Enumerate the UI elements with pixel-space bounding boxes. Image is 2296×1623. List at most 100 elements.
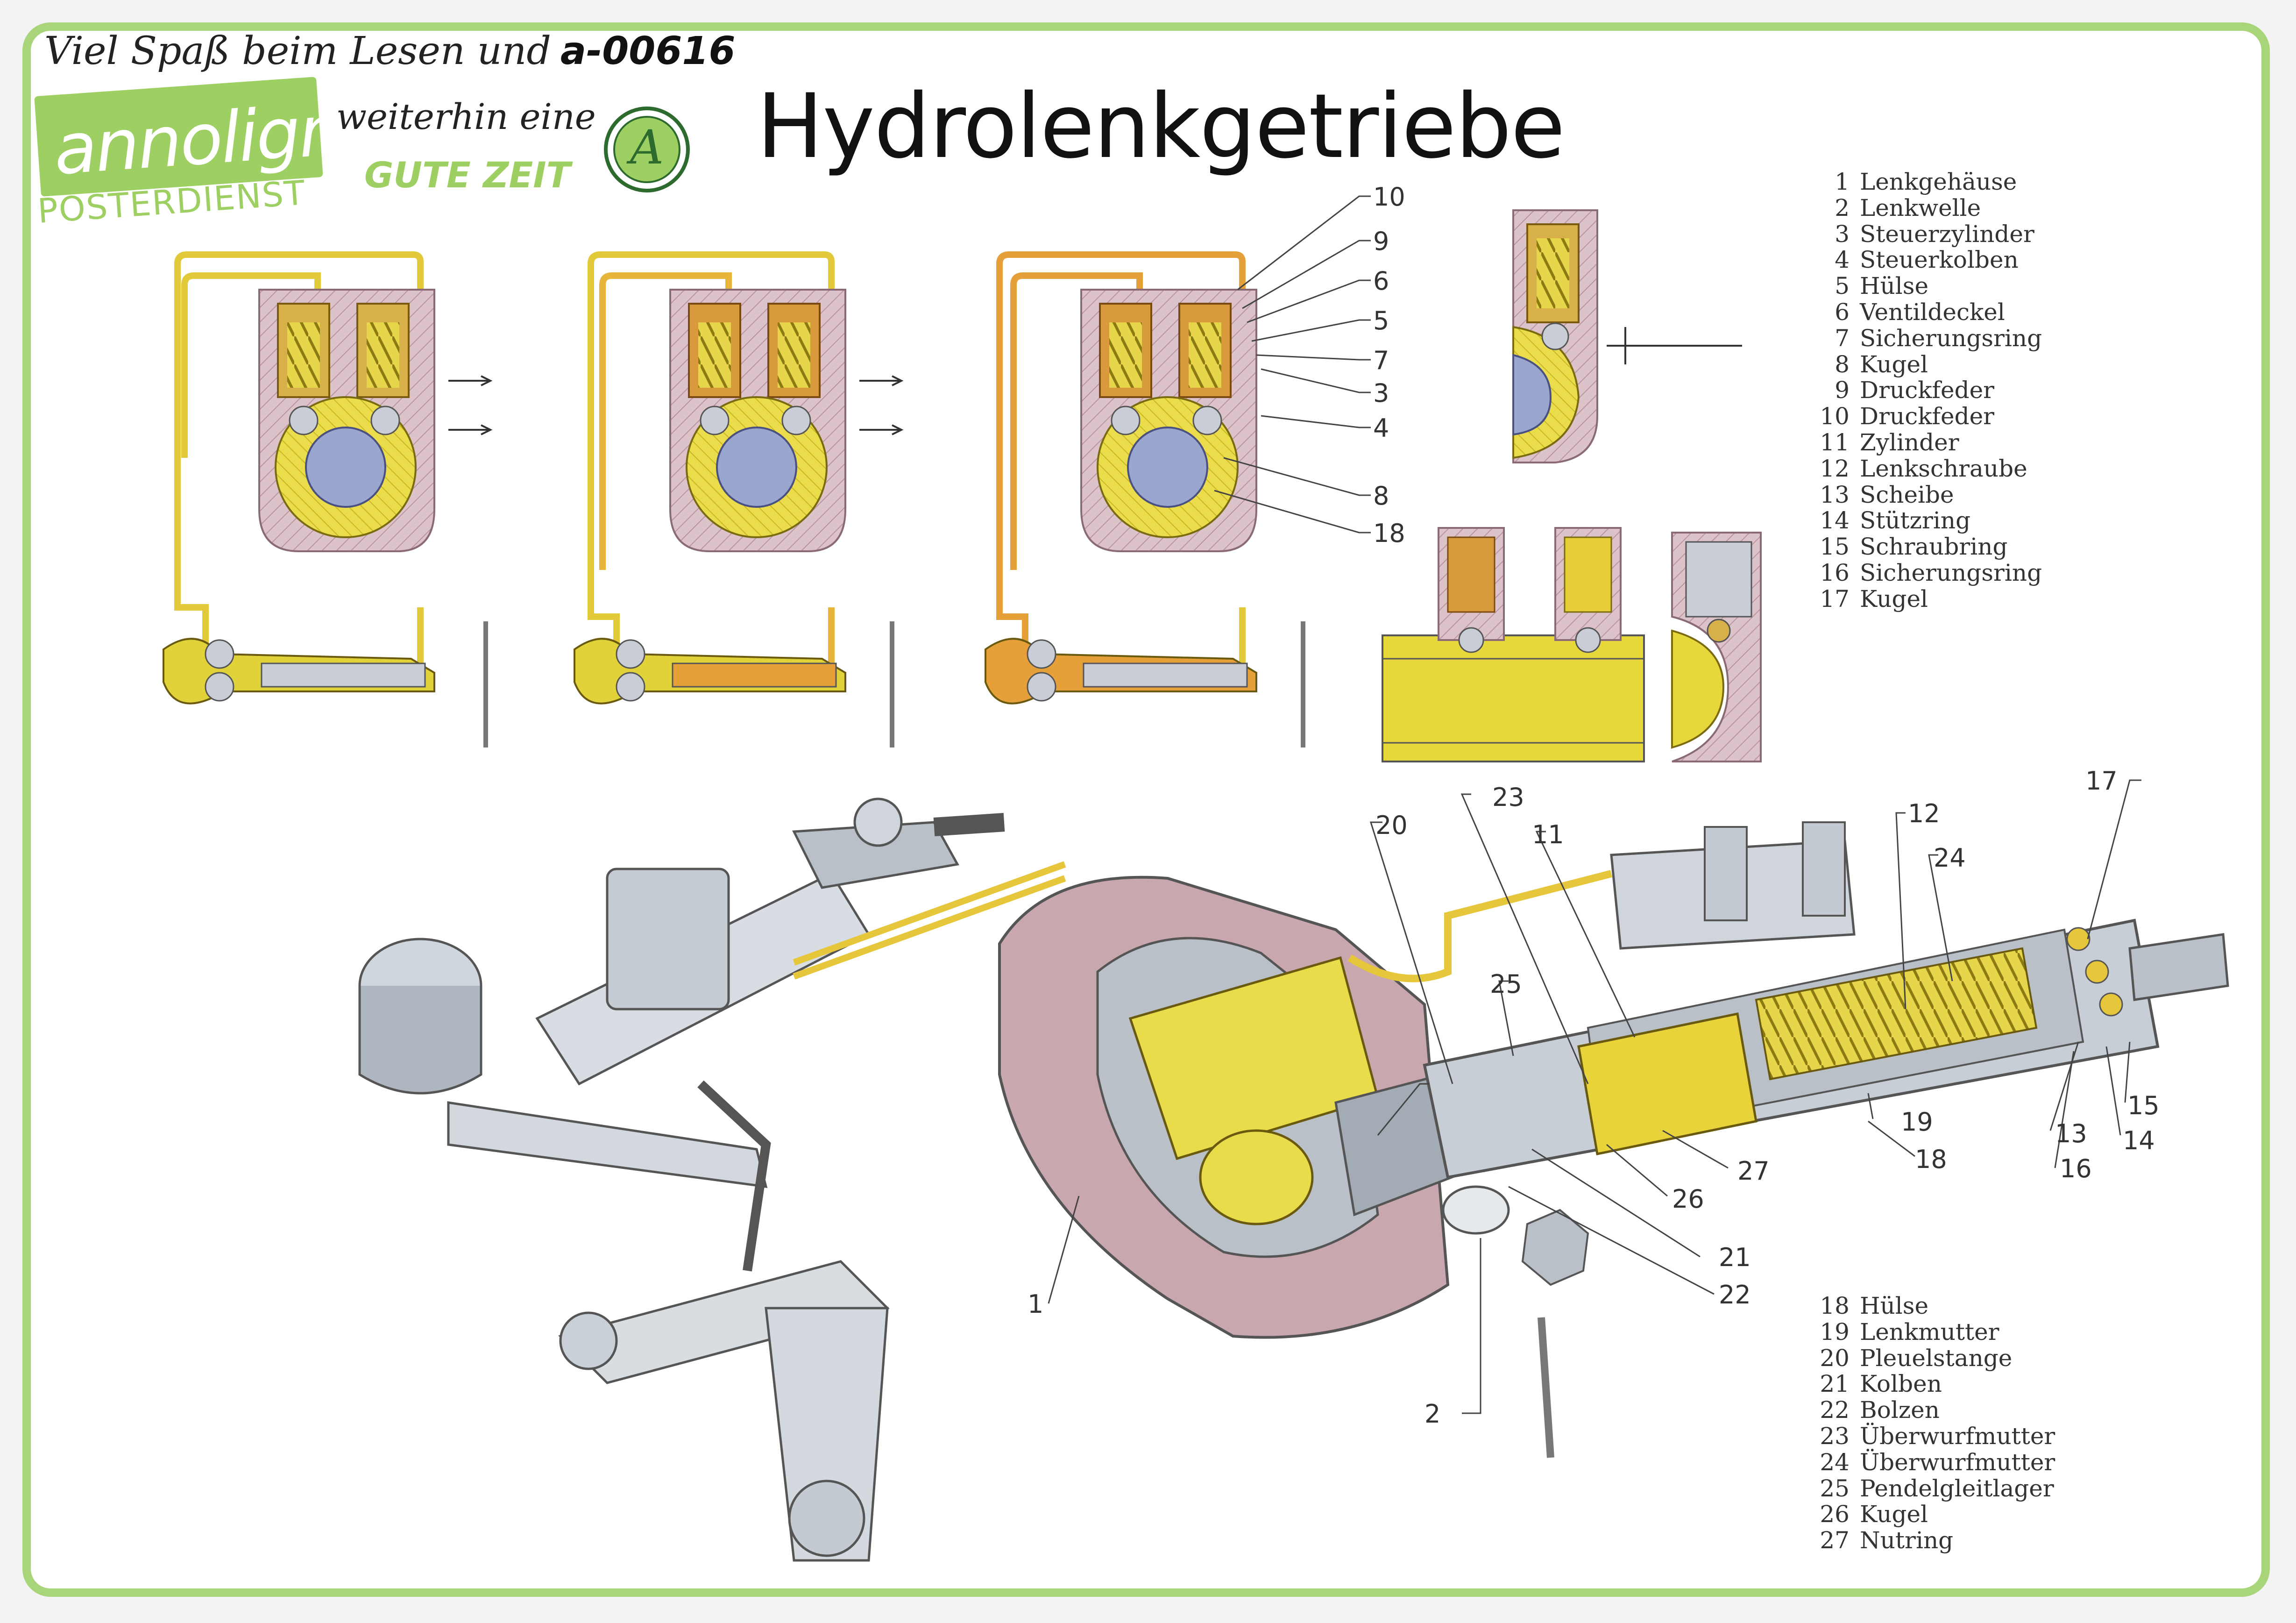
callout-17: 17 <box>2085 766 2118 796</box>
legend-number: 4 <box>1835 246 1850 274</box>
legend-label: Pleuelstange <box>1860 1344 2013 1372</box>
legend-number: 17 <box>1820 585 1850 612</box>
legend-item: 17 Kugel <box>1812 586 2042 612</box>
legend-label: Sicherungsring <box>1860 324 2042 352</box>
legend-label: Ventildeckel <box>1860 298 2005 326</box>
callout-22: 22 <box>1719 1280 1751 1310</box>
callout-13: 13 <box>2055 1119 2087 1148</box>
callout-10: 10 <box>1373 182 1405 212</box>
callout-15: 15 <box>2127 1091 2160 1120</box>
callout-14: 14 <box>2123 1126 2155 1155</box>
legend-item: 12 Lenkschraube <box>1812 456 2042 482</box>
legend-number: 6 <box>1835 298 1850 326</box>
valve-diagram-left-turn <box>574 251 904 747</box>
legend-number: 26 <box>1820 1501 1850 1528</box>
legend-number: 24 <box>1820 1448 1850 1476</box>
legend-number: 5 <box>1835 272 1850 300</box>
legend-label: Scheibe <box>1860 481 1954 508</box>
legend-number: 1 <box>1835 168 1850 195</box>
legend-label: Steuerkolben <box>1860 246 2019 274</box>
main-callout-leaders <box>1048 779 2141 1414</box>
top-callout-leaders <box>1214 195 1371 534</box>
greeting-text: Viel Spaß beim Lesen und <box>44 29 551 73</box>
legend-item: 15 Schraubring <box>1812 534 2042 560</box>
callout-9: 9 <box>1373 227 1389 256</box>
legend-item: 8 Kugel <box>1812 350 2042 378</box>
legend-number: 22 <box>1820 1396 1850 1424</box>
legend-label: Bolzen <box>1860 1396 1940 1424</box>
slogan: GUTE ZEIT <box>364 154 571 196</box>
legend-label: Kolben <box>1860 1370 1942 1398</box>
legend-number: 2 <box>1835 194 1850 221</box>
callout-12: 12 <box>1908 799 1940 828</box>
legend-label: Lenkschraube <box>1860 455 2027 482</box>
legend-item: 19 Lenkmutter <box>1812 1319 2055 1345</box>
callout-19: 19 <box>1901 1107 1933 1137</box>
page-title: Hydrolenkgetriebe <box>757 75 1566 178</box>
legend-item: 21 Kolben <box>1812 1371 2055 1397</box>
legend-number: 11 <box>1820 428 1850 456</box>
callout-4: 4 <box>1373 413 1389 443</box>
valve-diagram-right-turn <box>985 251 1305 747</box>
legend-number: 8 <box>1835 350 1850 378</box>
legend-number: 25 <box>1820 1474 1850 1502</box>
steering-gear-cutaway <box>998 821 2229 1458</box>
detail-valve-pair <box>1382 527 1645 762</box>
legend-label: Nutring <box>1860 1527 1954 1554</box>
legend-label: Schraubring <box>1860 533 2008 561</box>
seal-logo-icon: A <box>604 107 690 192</box>
callout-3: 3 <box>1373 378 1389 408</box>
legend-label: Lenkmutter <box>1860 1318 1999 1345</box>
callout-11: 11 <box>1532 820 1564 849</box>
top-callout-numbers: 10 9 6 5 7 3 4 8 18 <box>1373 182 1405 548</box>
legend-number: 23 <box>1820 1422 1850 1450</box>
legend-label: Druckfeder <box>1860 377 1995 404</box>
legend-label: Pendelgleitlager <box>1860 1474 2054 1502</box>
legend-label: Lenkwelle <box>1860 194 1981 221</box>
poster-code: a-00616 <box>560 29 736 73</box>
callout-27: 27 <box>1737 1156 1770 1186</box>
legend-item: 23 Überwurfmutter <box>1812 1422 2055 1450</box>
legend-label: Kugel <box>1860 350 1928 378</box>
legend-item: 24 Überwurfmutter <box>1812 1448 2055 1476</box>
legend-number: 16 <box>1820 559 1850 586</box>
callout-16: 16 <box>2060 1154 2092 1183</box>
callout-7: 7 <box>1373 346 1389 375</box>
legend-number: 15 <box>1820 533 1850 561</box>
legend-number: 18 <box>1820 1292 1850 1319</box>
legend-label: Hülse <box>1860 272 1929 300</box>
callout-2: 2 <box>1424 1399 1440 1429</box>
legend-item: 27 Nutring <box>1812 1527 2055 1554</box>
detail-valve-side <box>1671 532 1762 762</box>
callout-18-main: 18 <box>1915 1145 1947 1174</box>
legend-item: 4 Steuerkolben <box>1812 247 2042 273</box>
legend-item: 11 Zylinder <box>1812 428 2042 456</box>
legend-item: 22 Bolzen <box>1812 1397 2055 1424</box>
legend-label: Überwurfmutter <box>1860 1422 2055 1450</box>
legend-label: Kugel <box>1860 585 1928 612</box>
callout-23: 23 <box>1492 783 1524 812</box>
legend-label: Druckfeder <box>1860 403 1995 430</box>
legend-label: Zylinder <box>1860 428 1959 456</box>
legend-number: 14 <box>1820 507 1850 534</box>
legend-number: 12 <box>1820 455 1850 482</box>
legend-label: Überwurfmutter <box>1860 1448 2055 1476</box>
legend-number: 19 <box>1820 1318 1850 1345</box>
main-callout-numbers: 20 23 11 12 24 17 25 19 18 27 26 13 16 1… <box>1028 766 2160 1429</box>
legend-number: 21 <box>1820 1370 1850 1398</box>
legend-label: Kugel <box>1860 1501 1928 1528</box>
callout-25: 25 <box>1490 969 1522 999</box>
legend-number: 27 <box>1820 1527 1850 1554</box>
legend-item: 26 Kugel <box>1812 1502 2055 1528</box>
callout-1: 1 <box>1028 1289 1043 1319</box>
legend-item: 6 Ventildeckel <box>1812 299 2042 326</box>
